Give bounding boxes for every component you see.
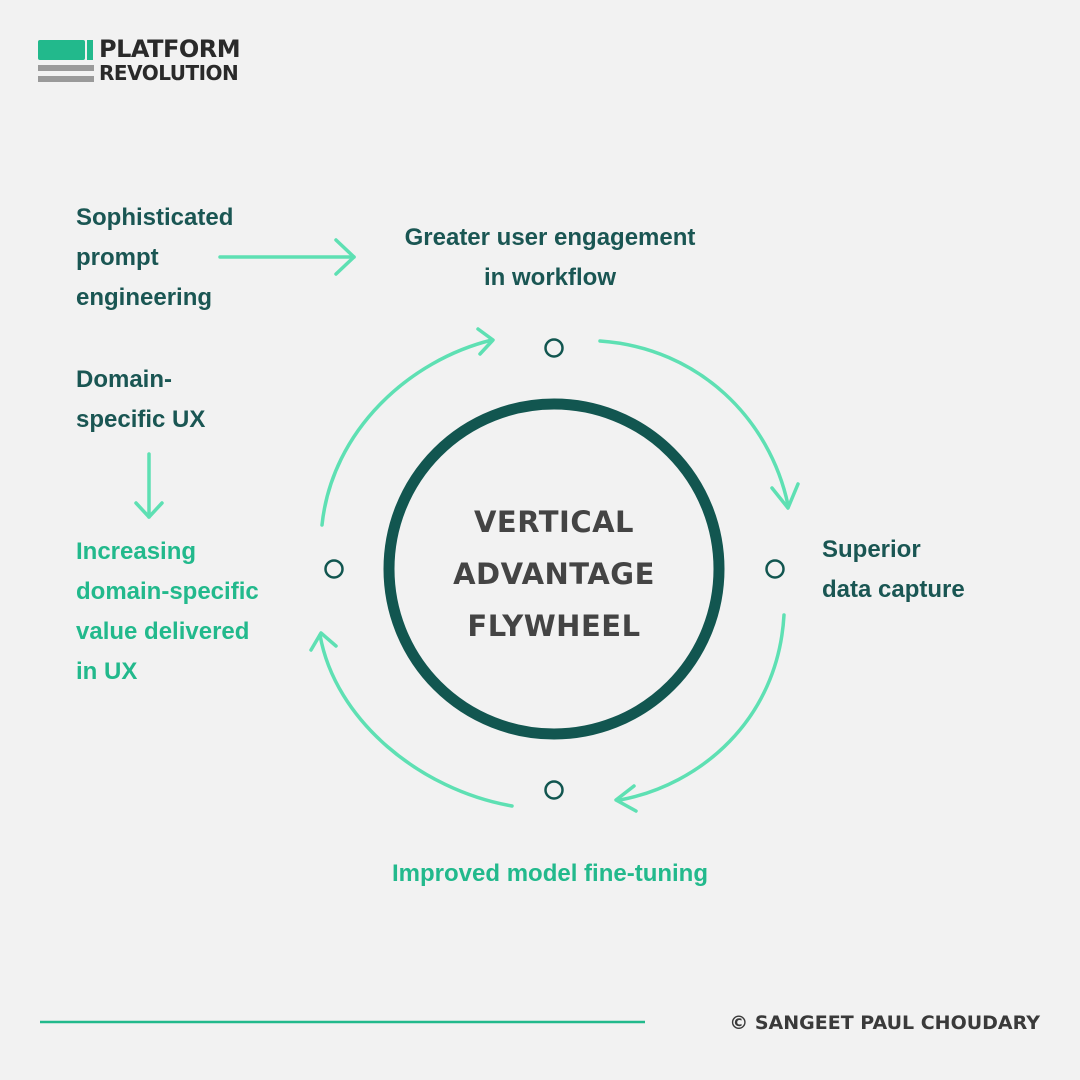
center-title-line-3: FLYWHEEL bbox=[467, 609, 641, 643]
center-title-line-2: ADVANTAGE bbox=[453, 557, 655, 591]
arc-left-to-top bbox=[320, 338, 494, 527]
center-title-line-1: VERTICAL bbox=[473, 505, 635, 539]
node-label-left-line-1: Increasing bbox=[76, 538, 197, 565]
brand-logo: PLATFORM REVOLUTION bbox=[38, 35, 268, 88]
logo-line-1: PLATFORM bbox=[99, 35, 241, 63]
input-label-prompt: Sophisticated prompt engineering bbox=[76, 198, 276, 318]
arrowhead-left bbox=[309, 631, 338, 652]
node-marker-bottom bbox=[544, 780, 564, 800]
logo-line-2: REVOLUTION bbox=[99, 61, 239, 85]
node-label-right: Superior data capture bbox=[822, 530, 1062, 610]
node-marker-right bbox=[765, 559, 785, 579]
node-label-top-line-1: Greater user engagement bbox=[404, 224, 696, 251]
arc-right-to-bottom bbox=[618, 613, 786, 802]
input-arrow-prompt-head bbox=[334, 238, 356, 276]
node-label-left: Increasing domain-specific value deliver… bbox=[76, 532, 296, 692]
node-label-left-line-4: in UX bbox=[76, 658, 138, 685]
node-label-right-line-2: data capture bbox=[822, 576, 965, 603]
logo-bar-gray-2 bbox=[38, 76, 94, 82]
input-label-prompt-line-2: prompt bbox=[76, 244, 159, 271]
logo-bar-notch bbox=[87, 40, 93, 60]
node-label-left-line-3: value delivered bbox=[76, 618, 250, 645]
node-label-left-line-2: domain-specific bbox=[76, 578, 259, 605]
node-marker-top bbox=[544, 338, 564, 358]
arc-bottom-to-left bbox=[318, 633, 514, 808]
input-label-ux-line-1: Domain- bbox=[76, 366, 172, 393]
input-label-prompt-line-1: Sophisticated bbox=[76, 204, 234, 231]
input-label-ux-line-2: specific UX bbox=[76, 406, 206, 433]
logo-bar-teal bbox=[38, 40, 85, 60]
node-label-top: Greater user engagement in workflow bbox=[340, 218, 760, 298]
node-label-bottom-line-1: Improved model fine-tuning bbox=[392, 860, 708, 887]
node-label-bottom: Improved model fine-tuning bbox=[340, 854, 760, 894]
input-arrow-ux-head bbox=[134, 501, 164, 519]
logo-bar-gray-1 bbox=[38, 65, 94, 71]
input-label-prompt-line-3: engineering bbox=[76, 284, 213, 311]
center-ring bbox=[383, 398, 725, 740]
arrowhead-bottom bbox=[614, 784, 638, 813]
node-marker-left bbox=[324, 559, 344, 579]
center-title: VERTICAL ADVANTAGE FLYWHEEL bbox=[424, 496, 684, 652]
node-label-right-line-1: Superior bbox=[822, 536, 921, 563]
footer-copyright: © SANGEET PAUL CHOUDARY bbox=[729, 1012, 1040, 1034]
input-label-ux: Domain- specific UX bbox=[76, 360, 276, 440]
arrowhead-right bbox=[770, 482, 800, 510]
arrowhead-top bbox=[476, 327, 495, 356]
node-label-top-line-2: in workflow bbox=[484, 264, 616, 291]
arc-top-to-right bbox=[598, 339, 790, 507]
